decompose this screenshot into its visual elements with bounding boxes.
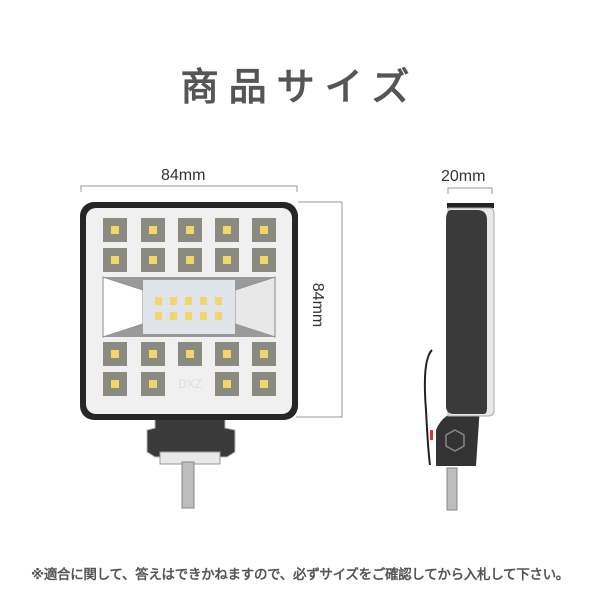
led-chip [260,256,268,264]
led-chip [223,226,231,234]
led-chip [111,226,119,234]
led-chip [111,350,119,358]
center-led-chip [185,312,192,320]
led-chip [111,380,119,388]
led-chip [223,256,231,264]
side-housing [446,210,487,414]
front-view: DXZ [80,202,298,509]
width-dimension-line [80,185,298,192]
led-chip [260,226,268,234]
side-mount-bolt [446,467,458,511]
brand-logo: DXZ [178,377,202,391]
led-chip [186,226,194,234]
center-led-chip [185,297,192,305]
led-chip [186,256,194,264]
led-chip [149,350,157,358]
height-dimension-label: 84mm [309,282,327,328]
center-led-chip [155,297,162,305]
side-view [423,203,495,511]
depth-dimension-label: 20mm [441,168,486,185]
mount-bolt [181,461,195,509]
led-chip [149,226,157,234]
center-led-chip [170,297,177,305]
disclaimer-note: ※適合に関して、答えはできかねますので、必ずサイズをご確認してから入札して下さい… [31,567,569,583]
led-chip [186,350,194,358]
led-chip [260,350,268,358]
mount-bracket [146,417,236,458]
center-led-chip [170,312,177,320]
power-cable [423,349,433,466]
center-led-panel [143,280,235,334]
height-dimension-line [296,201,343,418]
center-led-chip [215,312,222,320]
width-dimension-label: 84mm [161,167,206,184]
center-led-chip [155,312,162,320]
led-chip [223,350,231,358]
led-chip [260,380,268,388]
center-led-chip [215,297,222,305]
depth-dimension-line [447,187,493,194]
led-chip [223,380,231,388]
dimension-lines [80,185,493,418]
hex-nut-icon [445,429,465,452]
led-chip [111,256,119,264]
led-chip [149,256,157,264]
center-led-chip [200,312,207,320]
side-mount-bracket [436,406,480,466]
center-led-chip [200,297,207,305]
led-chip [149,380,157,388]
page-title: 商品サイズ [180,65,420,109]
